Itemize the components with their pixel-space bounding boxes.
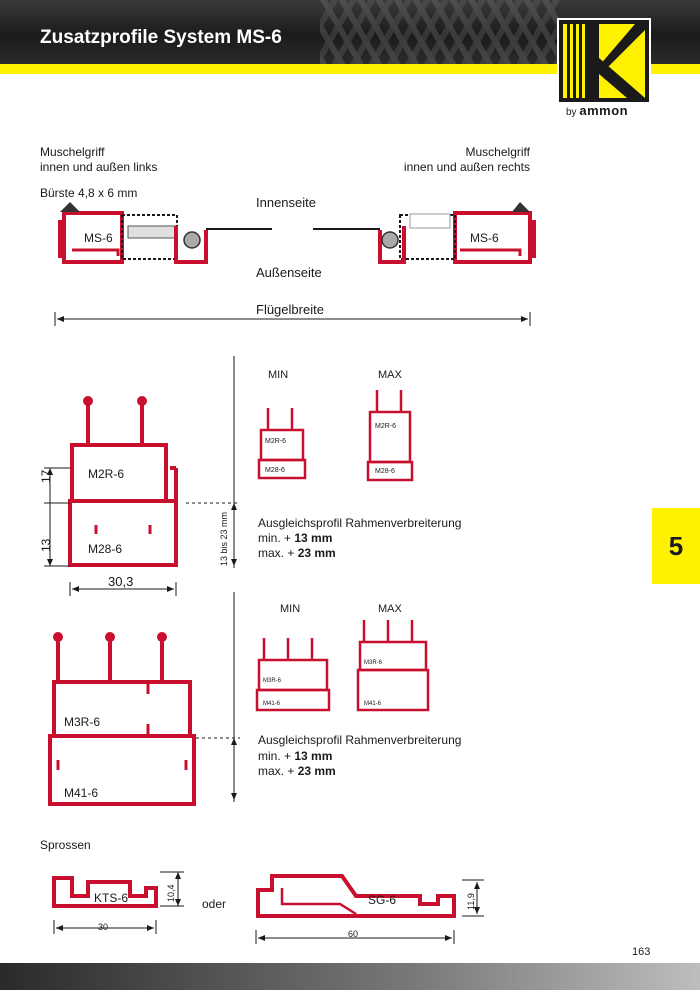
left-caption-1: Muschelgriff [40,145,105,159]
outside-label: Außenseite [256,265,322,280]
footer-band [0,963,700,990]
header-pattern [320,0,560,64]
logo-k-icon [559,20,649,102]
m28-max-label: M28-6 [375,468,395,475]
right-caption-2: innen und außen rechts [403,160,530,174]
brush-right [512,202,530,212]
s3-max-label: MAX [378,603,402,615]
m3r-min-label: M3R-6 [263,678,282,684]
page-number: 163 [632,946,651,958]
ms6-left-profile [58,211,124,264]
sg6-label: SG-6 [368,893,397,907]
m28-min-label: M28-6 [265,467,285,474]
dim-17: 17 [39,469,53,483]
kts6-profile [52,876,158,908]
dim-13-bis-23: 13 bis 23 mm [219,511,229,566]
m3r-m41-large [48,632,196,806]
ammon-logo [557,18,651,118]
m28-label: M28-6 [88,542,123,556]
m41-max-label: M41-6 [364,701,382,707]
left-brush-caption: Bürste 4,8 x 6 mm [40,186,138,200]
m2r-max-small [366,390,414,482]
ms6-left-assembly [58,202,272,264]
m3r-max-small [356,620,430,712]
or-label: oder [202,897,227,911]
dim-30-3: 30,3 [108,574,134,589]
left-caption-2: innen und außen links [40,160,158,174]
sg6-profile [256,874,456,918]
m41-min-label: M41-6 [263,701,281,707]
m3r-label: M3R-6 [64,715,101,729]
s2-max-label: MAX [378,369,402,381]
m3r-max-label: M3R-6 [364,660,383,666]
m2r-m28-large [68,396,178,567]
m41-label: M41-6 [64,786,99,800]
s3-desc-max: max. + 23 mm [258,764,336,778]
s3-min-label: MIN [280,603,301,615]
sprossen-title: Sprossen [40,838,91,852]
s2-desc-title: Ausgleichsprofil Rahmenverbreiterung [258,516,462,530]
ms6-right-label: MS-6 [470,231,499,245]
m2r-m28-dimensions [44,356,240,596]
ms6-left-label: MS-6 [84,231,113,245]
kts6-height: 10,4 [166,884,176,902]
s2-desc-max: max. + 23 mm [258,546,336,560]
sg6-height: 11,9 [466,893,476,910]
sg6-width: 60 [348,929,359,939]
flugelbreite-label: Flügelbreite [256,302,324,317]
ms6-right-assembly [313,202,536,264]
logo-prefix: by [566,107,577,118]
m2r-max-label: M2R-6 [375,423,397,430]
logo-text: by ammon [566,103,628,118]
chapter-tab: 5 [652,508,700,584]
kts6-width: 30 [98,922,109,932]
brush-left [60,202,80,212]
dim-13: 13 [39,538,53,552]
flugelbreite-dimension [54,312,531,326]
logo-brand: ammon [579,103,629,118]
inside-label: Innenseite [256,195,316,210]
m2r-label: M2R-6 [88,467,125,481]
kts6-dimensions [53,871,184,934]
s2-desc-min: min. + 13 mm [258,531,333,545]
page-title: Zusatzprofile System MS-6 [40,27,282,48]
m2r-min-label: M2R-6 [265,438,287,445]
kts6-label: KTS-6 [94,891,129,905]
s2-min-label: MIN [268,369,289,381]
m3r-m41-dimensions [196,592,240,802]
s3-desc-title: Ausgleichsprofil Rahmenverbreiterung [258,733,462,747]
m2r-min-small [257,408,307,480]
sg6-dimensions [255,879,484,944]
header-accent-stripe [0,64,700,74]
m3r-min-small [255,638,331,712]
s3-desc-min: min. + 13 mm [258,749,333,763]
right-caption-1: Muschelgriff [465,145,530,159]
